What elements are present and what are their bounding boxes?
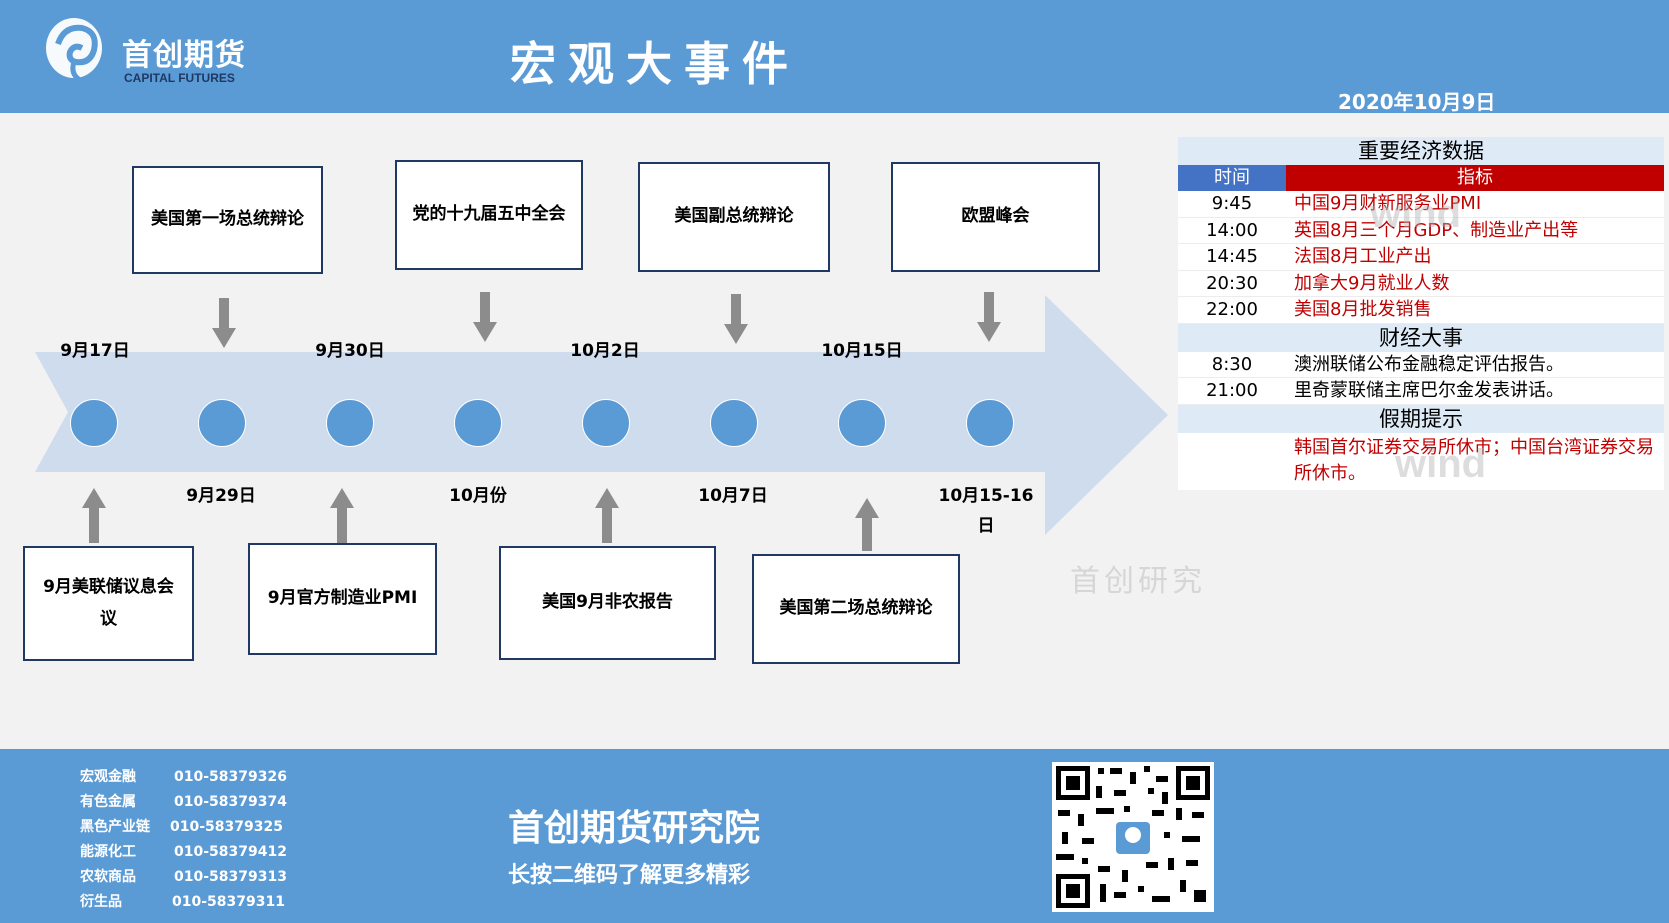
contact-phone: 010-58379412 <box>174 844 287 860</box>
timeline-date-label: 9月29日 <box>186 486 256 506</box>
contact-dept: 宏观金融 <box>80 769 136 785</box>
event-box: 美国第一场总统辩论 <box>132 166 323 274</box>
down-arrow-icon <box>724 294 748 344</box>
row-indicator: 英国8月三个月GDP、制造业产出等 <box>1294 219 1579 241</box>
timeline-date-label: 9月17日 <box>60 341 130 361</box>
capital-futures-logo-icon <box>46 18 102 83</box>
contact-phone: 010-58379325 <box>170 819 283 835</box>
table-row: 8:30 澳洲联储公布金融稳定评估报告。 <box>1178 352 1664 378</box>
row-indicator: 中国9月财新服务业PMI <box>1294 193 1482 214</box>
timeline-date-label: 10月15日 <box>821 341 903 361</box>
header-bar: 首创期货 CAPITAL FUTURES 宏观大事件 2020年10月9日 <box>0 0 1669 114</box>
contact-phone: 010-58379311 <box>172 894 285 910</box>
table-row: 20:30 加拿大9月就业人数 <box>1178 271 1664 297</box>
timeline-date-label: 10月2日 <box>570 341 640 361</box>
table-header-row: 时间 指标 <box>1178 165 1664 191</box>
timeline-dot <box>710 399 758 447</box>
contact-line: 能源化工 010-58379412 <box>80 841 287 861</box>
contact-dept: 有色金属 <box>80 794 136 810</box>
timeline-date-label: 10月份 <box>449 486 507 506</box>
footer-subtitle: 长按二维码了解更多精彩 <box>508 863 751 888</box>
row-time: 14:45 <box>1206 246 1258 267</box>
row-time: 8:30 <box>1211 353 1253 375</box>
footer-bar: 宏观金融 010-58379326 有色金属 010-58379374 黑色产业链 0… <box>0 749 1669 923</box>
contact-phone: 010-58379313 <box>174 869 287 885</box>
wind-watermark: wind <box>1395 442 1487 486</box>
event-box: 9月官方制造业PMI <box>248 543 437 655</box>
row-event: 里奇蒙联储主席巴尔金发表讲话。 <box>1294 380 1564 401</box>
logo-english-name: CAPITAL FUTURES <box>124 71 235 85</box>
timeline-dot <box>582 399 630 447</box>
timeline-date-label: 10月7日 <box>698 486 768 506</box>
down-arrow-icon <box>473 292 497 342</box>
down-arrow-icon <box>977 292 1001 342</box>
event-box: 9月美联储议息会议 <box>23 546 194 661</box>
timeline-dot <box>454 399 502 447</box>
section-title-economic-data: 重要经济数据 <box>1178 137 1664 165</box>
row-time: 9:45 <box>1211 193 1253 214</box>
row-time: 20:30 <box>1206 272 1258 294</box>
contact-phone: 010-58379326 <box>174 769 287 785</box>
timeline-dot <box>198 399 246 447</box>
page-title: 宏观大事件 <box>510 37 800 91</box>
column-header-indicator: 指标 <box>1286 165 1664 191</box>
timeline-date-label: 10月15-16日 <box>938 486 1034 536</box>
table-row: 22:00 美国8月批发销售 <box>1178 297 1664 324</box>
report-date: 2020年10月9日 <box>1338 90 1496 114</box>
event-box: 美国第二场总统辩论 <box>752 554 960 664</box>
contact-line: 衍生品 010-58379311 <box>80 891 285 911</box>
up-arrow-icon <box>330 488 354 543</box>
up-arrow-icon <box>595 488 619 543</box>
contact-line: 宏观金融 010-58379326 <box>80 766 287 786</box>
row-event: 澳洲联储公布金融稳定评估报告。 <box>1294 353 1564 375</box>
event-box: 美国9月非农报告 <box>499 546 716 660</box>
row-indicator: 加拿大9月就业人数 <box>1294 272 1450 294</box>
timeline-dot <box>70 399 118 447</box>
row-indicator: 法国8月工业产出 <box>1294 246 1432 267</box>
contact-dept: 黑色产业链 <box>80 819 150 835</box>
contact-line: 农软商品 010-58379313 <box>80 866 287 886</box>
row-indicator: 美国8月批发销售 <box>1294 299 1432 320</box>
wind-watermark: wind <box>1370 192 1462 236</box>
contact-line: 黑色产业链 010-58379325 <box>80 816 283 836</box>
timeline-date-label: 9月30日 <box>315 341 385 361</box>
contact-phone: 010-58379374 <box>174 794 287 810</box>
logo-chinese-name: 首创期货 <box>122 38 246 73</box>
section-title-holiday: 假期提示 <box>1178 404 1664 433</box>
economic-data-table: 重要经济数据 时间 指标 9:45 中国9月财新服务业PMI 14:00 英国8月三… <box>1178 137 1664 490</box>
event-box: 欧盟峰会 <box>891 162 1100 272</box>
research-watermark: 首创研究 <box>1070 564 1206 599</box>
event-box: 美国副总统辩论 <box>638 162 830 272</box>
timeline-dot <box>838 399 886 447</box>
table-row: 9:45 中国9月财新服务业PMI <box>1178 191 1664 218</box>
up-arrow-icon <box>82 488 106 543</box>
contact-dept: 能源化工 <box>80 844 136 860</box>
row-time: 22:00 <box>1206 299 1258 320</box>
up-arrow-icon <box>855 498 879 551</box>
table-row: 21:00 里奇蒙联储主席巴尔金发表讲话。 <box>1178 378 1664 405</box>
qr-code-icon[interactable] <box>1052 762 1214 912</box>
timeline-dot <box>966 399 1014 447</box>
timeline-dot <box>326 399 374 447</box>
holiday-row: 韩国首尔证券交易所休市；中国台湾证券交易所休市。 <box>1178 433 1664 490</box>
down-arrow-icon <box>212 298 236 348</box>
column-header-time: 时间 <box>1178 165 1286 191</box>
table-row: 14:00 英国8月三个月GDP、制造业产出等 <box>1178 218 1664 244</box>
contact-dept: 衍生品 <box>80 894 122 910</box>
table-row: 14:45 法国8月工业产出 <box>1178 244 1664 271</box>
footer-title: 首创期货研究院 <box>508 808 761 849</box>
holiday-text: 韩国首尔证券交易所休市；中国台湾证券交易所休市。 <box>1294 436 1654 484</box>
contact-dept: 农软商品 <box>80 869 136 885</box>
event-box: 党的十九届五中全会 <box>395 160 583 270</box>
row-time: 21:00 <box>1206 380 1258 401</box>
contact-line: 有色金属 010-58379374 <box>80 791 287 811</box>
row-time: 14:00 <box>1206 219 1258 241</box>
section-title-financial-events: 财经大事 <box>1178 323 1664 352</box>
